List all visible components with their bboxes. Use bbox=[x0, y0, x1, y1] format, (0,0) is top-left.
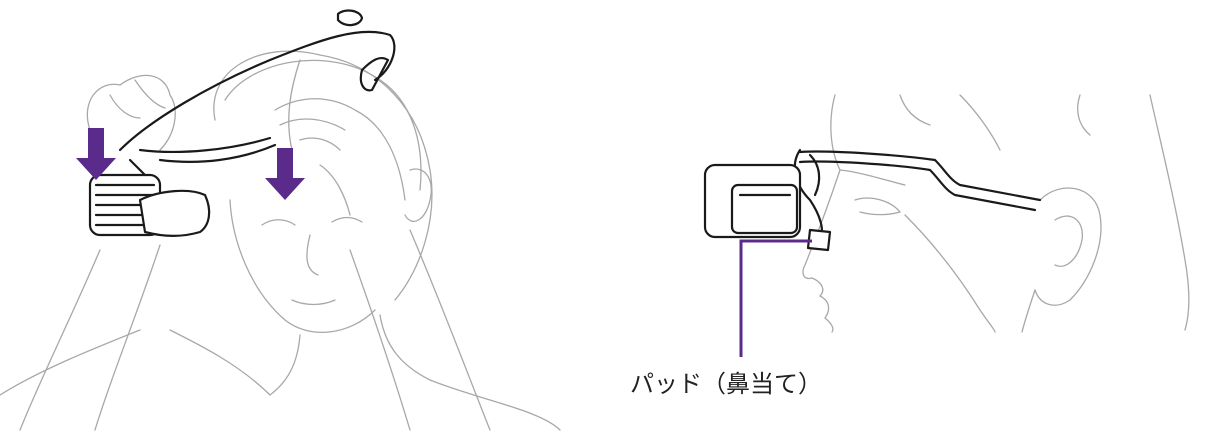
pad-leader-line bbox=[739, 239, 812, 357]
pad-label: パッド（鼻当て） bbox=[630, 370, 822, 398]
left-illustration-person bbox=[0, 50, 561, 431]
left-down-arrow-icon bbox=[76, 128, 116, 180]
center-down-arrow-icon bbox=[265, 148, 305, 200]
left-illustration-headset bbox=[88, 9, 396, 237]
right-illustration-glasses bbox=[703, 148, 1042, 252]
right-illustration-person bbox=[802, 94, 1190, 333]
